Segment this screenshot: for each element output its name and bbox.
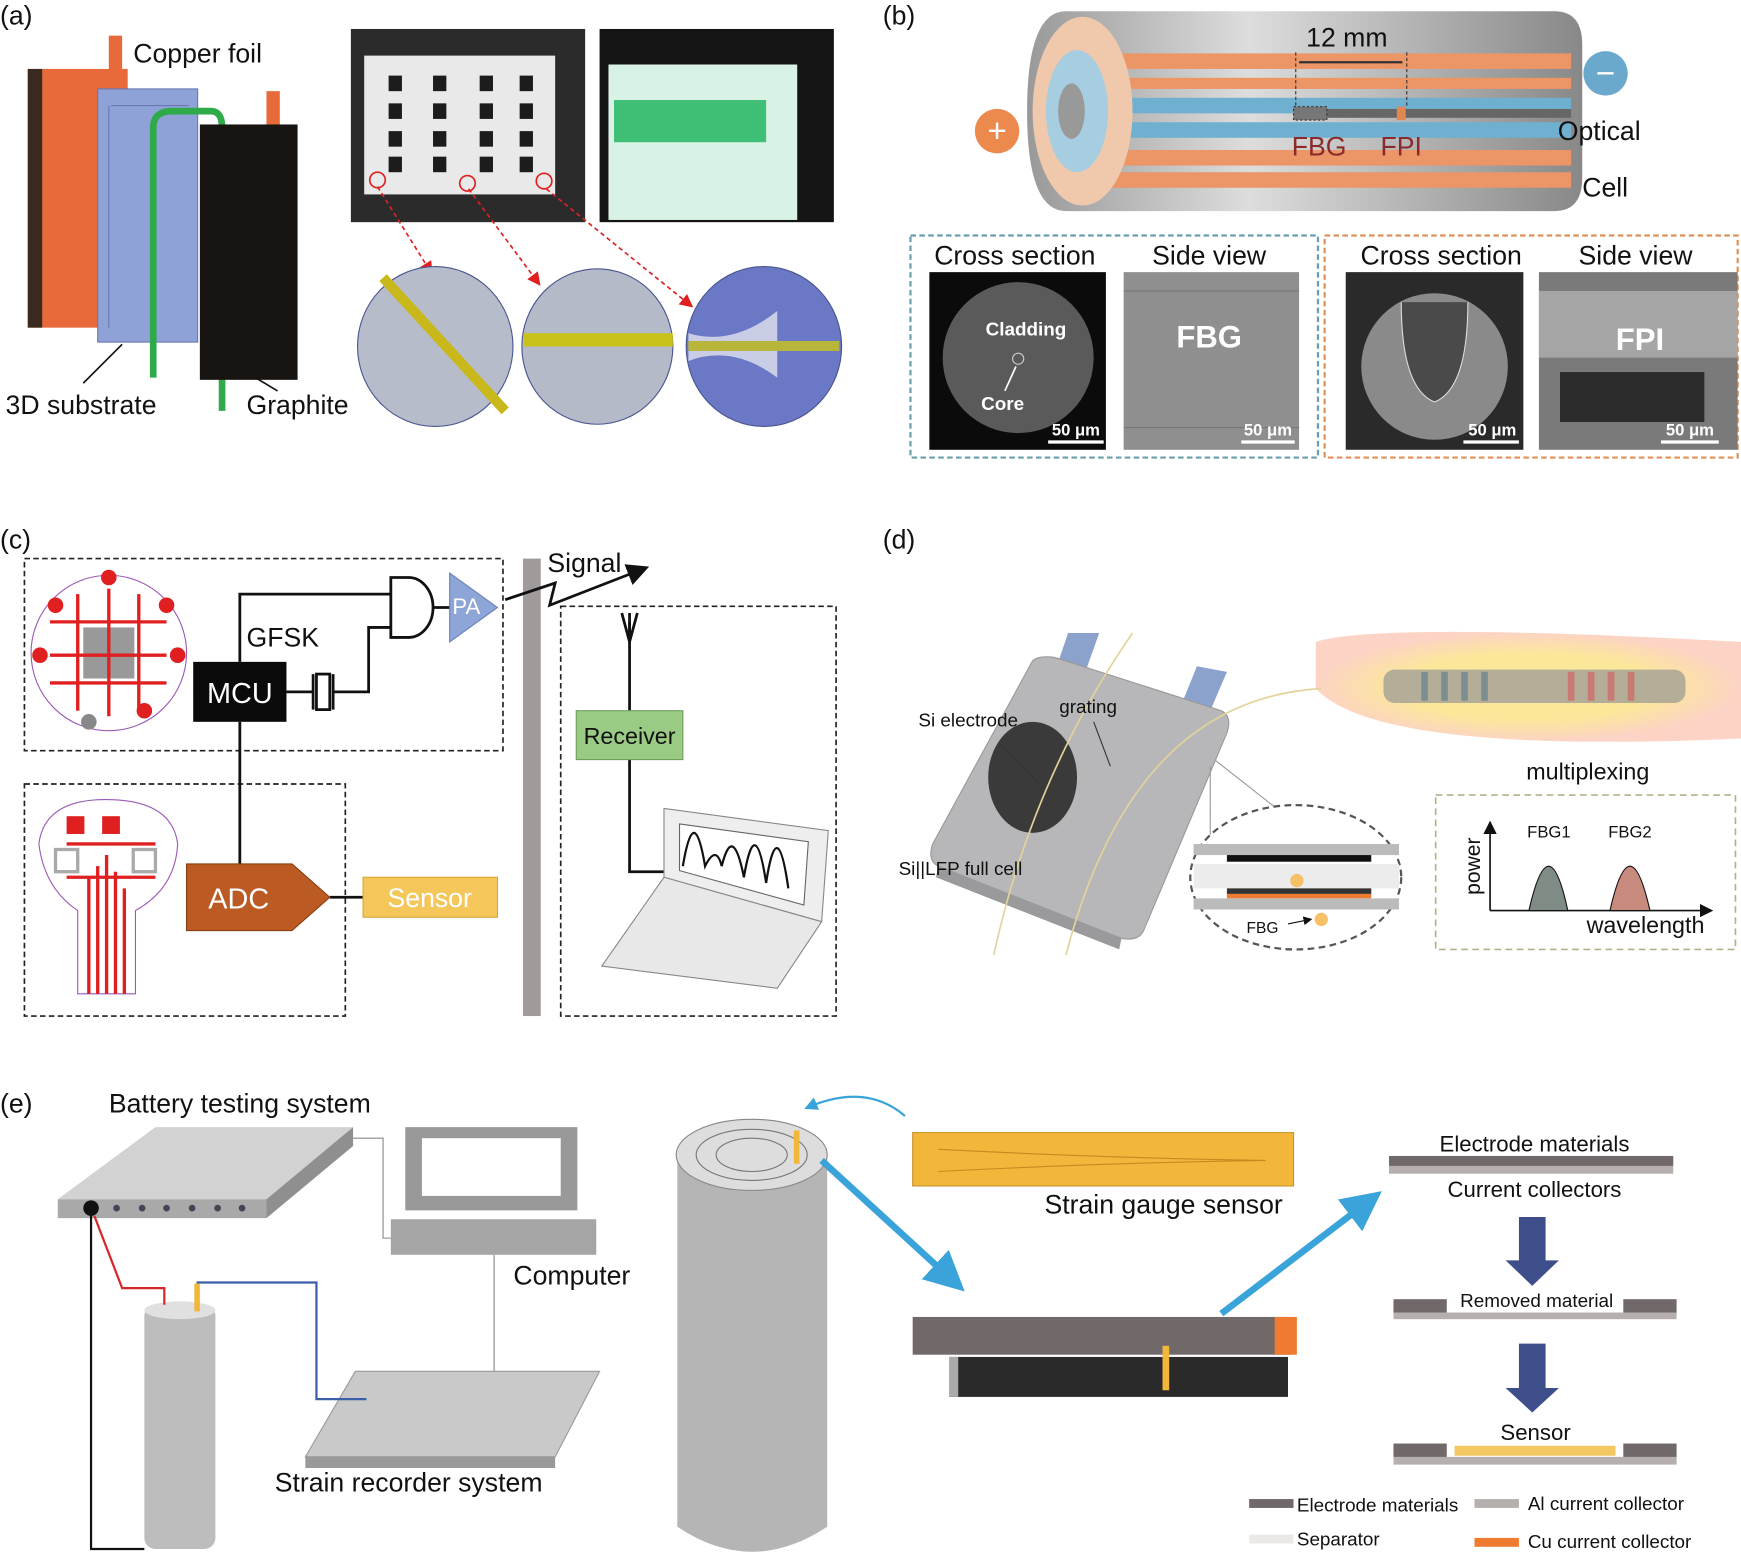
mcu-block	[193, 661, 287, 722]
si-electrode-label: Si electrode	[918, 709, 1018, 730]
sensor-label: Sensor	[388, 883, 472, 913]
receiver-block	[575, 710, 684, 761]
computer-label: Computer	[513, 1261, 630, 1291]
fbg1-peak	[1528, 865, 1569, 912]
panel-b: (b) + − 12 mm FBG FPI Optical Cell	[883, 1, 1739, 459]
fbg2-label: FBG2	[1608, 822, 1651, 841]
length-label: 12 mm	[1306, 23, 1387, 53]
circuit-wires	[238, 564, 664, 899]
legend-label: Cu current collector	[1528, 1531, 1692, 1552]
battery-testing-label: Battery testing system	[109, 1089, 371, 1119]
legend-swatch	[1249, 1534, 1294, 1544]
fbg-inset-label: FBG	[1246, 920, 1278, 937]
current-collectors-label: Current collectors	[1448, 1177, 1622, 1202]
multiplexing-label: multiplexing	[1526, 759, 1649, 785]
adc-label: ADC	[208, 883, 269, 915]
electrode-materials-label: Electrode materials	[1440, 1132, 1630, 1157]
legend-swatch	[1474, 1537, 1519, 1547]
panel-label-a: (a)	[0, 1, 33, 31]
fbg-image-label: FBG	[1176, 320, 1242, 355]
removed-material-label: Removed material	[1460, 1290, 1613, 1311]
electrode-stack-illustration	[27, 35, 298, 411]
pouch-cell-illustration	[930, 631, 1741, 956]
sensor-board-box	[23, 783, 347, 1017]
wavelength-axis-label: wavelength	[1586, 912, 1705, 938]
graphite-label: Graphite	[246, 390, 348, 420]
sensor-embedding-steps	[1389, 1155, 1677, 1465]
power-axis-label: power	[1462, 837, 1485, 894]
panel-label-b: (b)	[883, 1, 916, 31]
positive-terminal-icon: +	[987, 113, 1006, 150]
scale-bar-label: 50 μm	[1244, 420, 1292, 439]
pcb-round-icon	[30, 569, 188, 732]
barrier-wall	[522, 558, 541, 1017]
scale-bar-label: 50 μm	[1468, 420, 1516, 439]
fbg-micrographs	[909, 234, 1320, 459]
laptop-icon	[600, 807, 829, 989]
panel-label-c: (c)	[0, 525, 31, 555]
fbg-side-view-label: Side view	[1152, 240, 1267, 270]
fpi-cross-section-label: Cross section	[1361, 240, 1522, 270]
panel-d: (d) Si electrode grating	[883, 525, 1741, 956]
photo-green-film	[599, 28, 834, 223]
power-amplifier-icon	[449, 571, 499, 643]
legend: Electrode materials Al current collector…	[1249, 1493, 1691, 1552]
legend-swatch	[1474, 1499, 1519, 1508]
test-setup-illustration	[57, 1127, 601, 1551]
scale-bar-label: 50 μm	[1666, 420, 1714, 439]
3d-substrate-label: 3D substrate	[6, 390, 157, 420]
transmitter-box	[23, 557, 504, 752]
grating-label: grating	[1059, 696, 1117, 717]
pa-label: PA	[452, 594, 480, 619]
panel-c: (c)	[0, 525, 837, 1017]
magnified-views	[356, 186, 843, 428]
fpi-image-label: FPI	[1616, 322, 1664, 357]
photo-substrate-grid	[350, 28, 586, 223]
fbg2-peak	[1609, 865, 1651, 912]
strain-gauge-label: Strain gauge sensor	[1044, 1190, 1282, 1220]
cell-cross-section-illustration	[675, 1095, 1382, 1552]
panel-label-d: (d)	[883, 525, 916, 555]
cladding-label: Cladding	[986, 318, 1067, 339]
receiver-label: Receiver	[584, 723, 676, 749]
adc-block	[185, 863, 331, 932]
sensor-step-label: Sensor	[1500, 1420, 1571, 1445]
full-cell-label: Si||LFP full cell	[899, 858, 1023, 879]
cylindrical-cell-cutaway	[974, 11, 1628, 212]
negative-terminal-icon: −	[1596, 55, 1615, 92]
fbg-label: FBG	[1292, 132, 1347, 162]
fpi-label: FPI	[1381, 132, 1422, 162]
sensor-block	[362, 876, 498, 918]
gfsk-label: GFSK	[246, 622, 319, 652]
optical-label: Optical	[1558, 116, 1641, 146]
panel-a: (a) Copper foil 3D substrate Graphite	[0, 1, 843, 428]
fpi-side-view-label: Side view	[1579, 240, 1694, 270]
fpi-micrographs	[1323, 234, 1739, 459]
legend-label: Separator	[1297, 1529, 1380, 1550]
scale-bar-label: 50 μm	[1052, 420, 1100, 439]
legend-label: Al current collector	[1528, 1493, 1684, 1514]
signal-label: Signal	[547, 548, 621, 578]
legend-swatch	[1249, 1499, 1294, 1508]
cell-label: Cell	[1582, 173, 1628, 203]
panel-label-e: (e)	[0, 1089, 33, 1119]
strain-recorder-label: Strain recorder system	[275, 1467, 543, 1497]
legend-label: Electrode materials	[1297, 1494, 1458, 1515]
fbg-cross-section-label: Cross section	[934, 240, 1095, 270]
panel-e: (e) Battery testing system Computer Stra…	[0, 1089, 1691, 1552]
copper-foil-label: Copper foil	[133, 38, 262, 68]
core-label: Core	[981, 393, 1024, 414]
pcb-flex-icon	[38, 798, 179, 995]
receiver-box	[559, 605, 837, 1017]
multiplexing-spectrum	[1434, 794, 1737, 951]
mcu-label: MCU	[207, 678, 273, 710]
fbg1-label: FBG1	[1527, 822, 1570, 841]
